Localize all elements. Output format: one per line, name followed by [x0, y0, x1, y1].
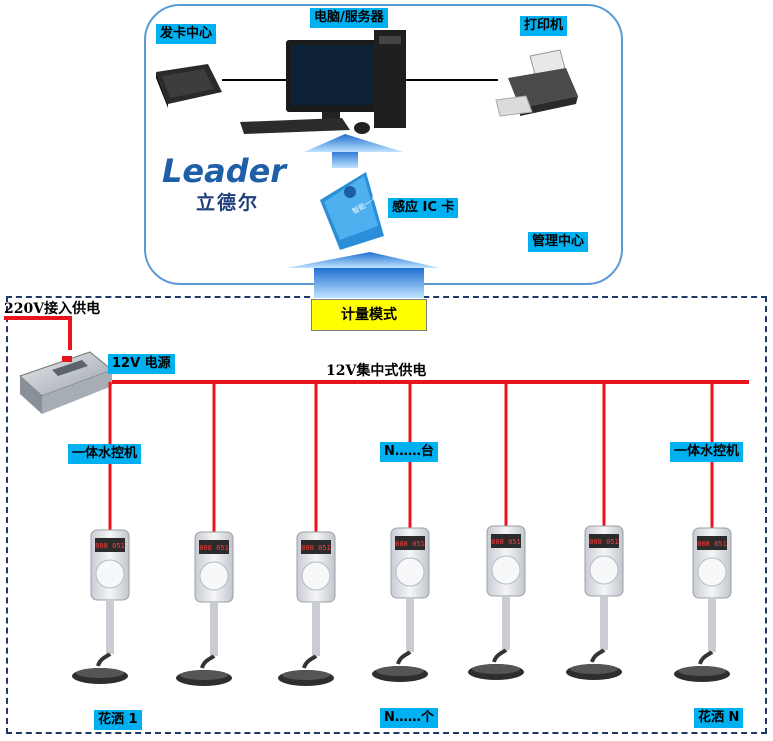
shower-head-top: [678, 666, 726, 676]
pipe: [312, 602, 320, 656]
metering-mode-label: 计量模式: [311, 299, 427, 331]
computer-icon: [240, 30, 406, 134]
upload-arrow-top: [304, 134, 403, 168]
meter-display: [697, 536, 727, 550]
meter-display-text: 008 051: [95, 542, 125, 550]
shower-arm: [200, 654, 216, 669]
mains-input-wire: [4, 316, 72, 350]
water-control-unit: 008 051: [566, 382, 624, 680]
pipe: [210, 602, 218, 656]
upload-arrow-bottom: [286, 252, 440, 298]
meter-display-text: 008 051: [491, 538, 521, 546]
shower-head-top: [180, 670, 228, 680]
shower-head-top: [282, 670, 330, 680]
shower-arm: [590, 648, 606, 663]
controller-label-right: 一体水控机: [670, 442, 744, 462]
meter-display-text: 008 051: [589, 538, 619, 546]
meter-display: [301, 540, 331, 554]
shower-arm: [698, 650, 714, 665]
pipe: [600, 596, 608, 650]
card-sensor-area: [697, 557, 727, 587]
pipe: [502, 596, 510, 650]
water-control-unit: 008 051: [278, 382, 336, 686]
computer-label: 电脑/服务器: [310, 8, 388, 28]
n-units-label: N……台: [380, 442, 438, 462]
brand-logo-cn: 立德尔: [196, 192, 260, 214]
card-center-label: 发卡中心: [156, 24, 217, 44]
shower-head-top: [376, 666, 424, 676]
meter-display: [395, 536, 425, 550]
meter-display-text: 008 051: [395, 540, 425, 548]
card-sensor-area: [199, 561, 229, 591]
meter-display-text: 008 051: [301, 544, 331, 552]
meter-display-text: 008 051: [697, 540, 727, 548]
brand-logo-en: Leader: [162, 152, 287, 190]
ic-card-label: 感应 IC 卡: [388, 198, 459, 218]
controller-label-left: 一体水控机: [68, 444, 142, 464]
power-bus-label: 12V集中式供电: [326, 363, 427, 379]
power-supply-label: 12V 电源: [108, 354, 175, 374]
water-control-unit: 008 051: [468, 382, 526, 680]
water-control-units: 008 051 008 051 008 051 008 051 008 051 008 0…: [72, 382, 732, 686]
power-supply-icon: [19, 351, 113, 414]
card-sensor-area: [395, 557, 425, 587]
meter-display-text: 008 051: [199, 544, 229, 552]
shower-n-label: 花洒 N: [694, 708, 744, 728]
meter-display: [491, 534, 521, 548]
shower-head-top: [570, 664, 618, 674]
shower-arm: [96, 652, 112, 667]
card-sensor-area: [95, 559, 125, 589]
water-control-unit: 008 051: [372, 382, 430, 682]
shower-head-top: [76, 668, 124, 678]
shower-n-mid-label: N……个: [380, 708, 438, 728]
shower-head-top: [472, 664, 520, 674]
management-center-label: 管理中心: [528, 232, 589, 252]
pipe: [106, 600, 114, 654]
shower-arm: [396, 650, 412, 665]
ic-card-icon: [320, 172, 384, 250]
pipe: [708, 598, 716, 652]
water-control-unit: 008 051: [72, 382, 130, 684]
shower-arm: [492, 648, 508, 663]
card-sensor-area: [491, 555, 521, 585]
meter-display: [95, 538, 125, 552]
shower-arm: [302, 654, 318, 669]
water-control-unit: 008 051: [176, 382, 234, 686]
printer-icon: [495, 49, 578, 117]
card-reader-icon: [156, 64, 222, 108]
meter-display: [199, 540, 229, 554]
pipe: [406, 598, 414, 652]
card-sensor-area: [301, 561, 331, 591]
card-sensor-area: [589, 555, 619, 585]
meter-display: [589, 534, 619, 548]
shower-1-label: 花洒 1: [94, 710, 142, 730]
mains-input-label: 220V接入供电: [4, 301, 101, 317]
water-control-unit: 008 051: [674, 382, 732, 682]
printer-label: 打印机: [520, 16, 568, 36]
